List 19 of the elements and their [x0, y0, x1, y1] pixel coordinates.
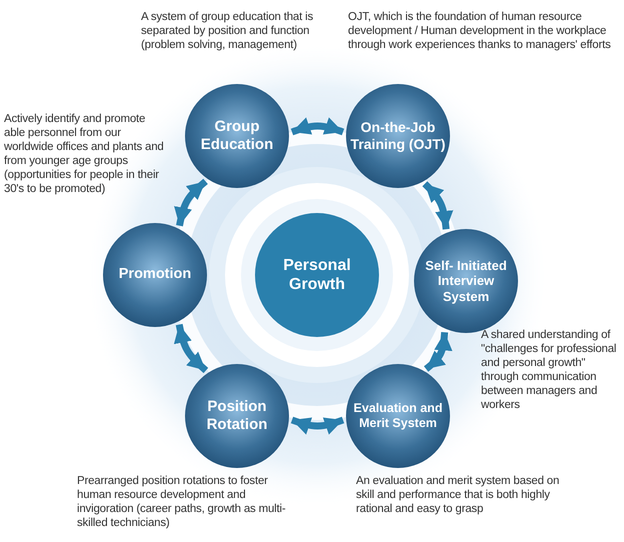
circle-label: Promotion	[118, 266, 192, 284]
double-arrow	[290, 117, 344, 136]
double-arrow	[290, 416, 344, 435]
circle-label: Group Education	[200, 118, 274, 154]
circle-label: Position Rotation	[206, 398, 268, 434]
description-text: Actively identify and promote able personnel from our worldwide offices and plants and from younger age groups (opportunities for people in their 30's to be promoted)	[4, 112, 165, 196]
double-arrow	[422, 181, 454, 230]
circle-label: Personal Growth	[282, 256, 352, 294]
double-arrow	[174, 178, 208, 226]
double-arrow	[424, 332, 452, 372]
description-text: OJT, which is the foundation of human resource development / Human development in the workplace through work experiences thanks to managers' efforts	[348, 10, 612, 52]
double-arrow	[174, 324, 208, 374]
description-text: A system of group education that is separated by position and function (problem solving, management)	[141, 10, 313, 52]
description-text: Prearranged position rotations to foster human resource development and invigoration (career paths, growth as multi-skilled technicians)	[77, 474, 287, 530]
circle-label: Evaluation and Merit System	[352, 401, 444, 431]
circle-label: Self- Initiated Interview System	[424, 258, 508, 304]
description-text: An evaluation and merit system based on skill and performance that is both highly rational and easy to grasp	[356, 474, 560, 516]
circle-label: On-the-Job Training (OJT)	[350, 119, 446, 153]
description-text: A shared understanding of "challenges for professional and personal growth" through communication between managers and workers	[481, 328, 618, 412]
